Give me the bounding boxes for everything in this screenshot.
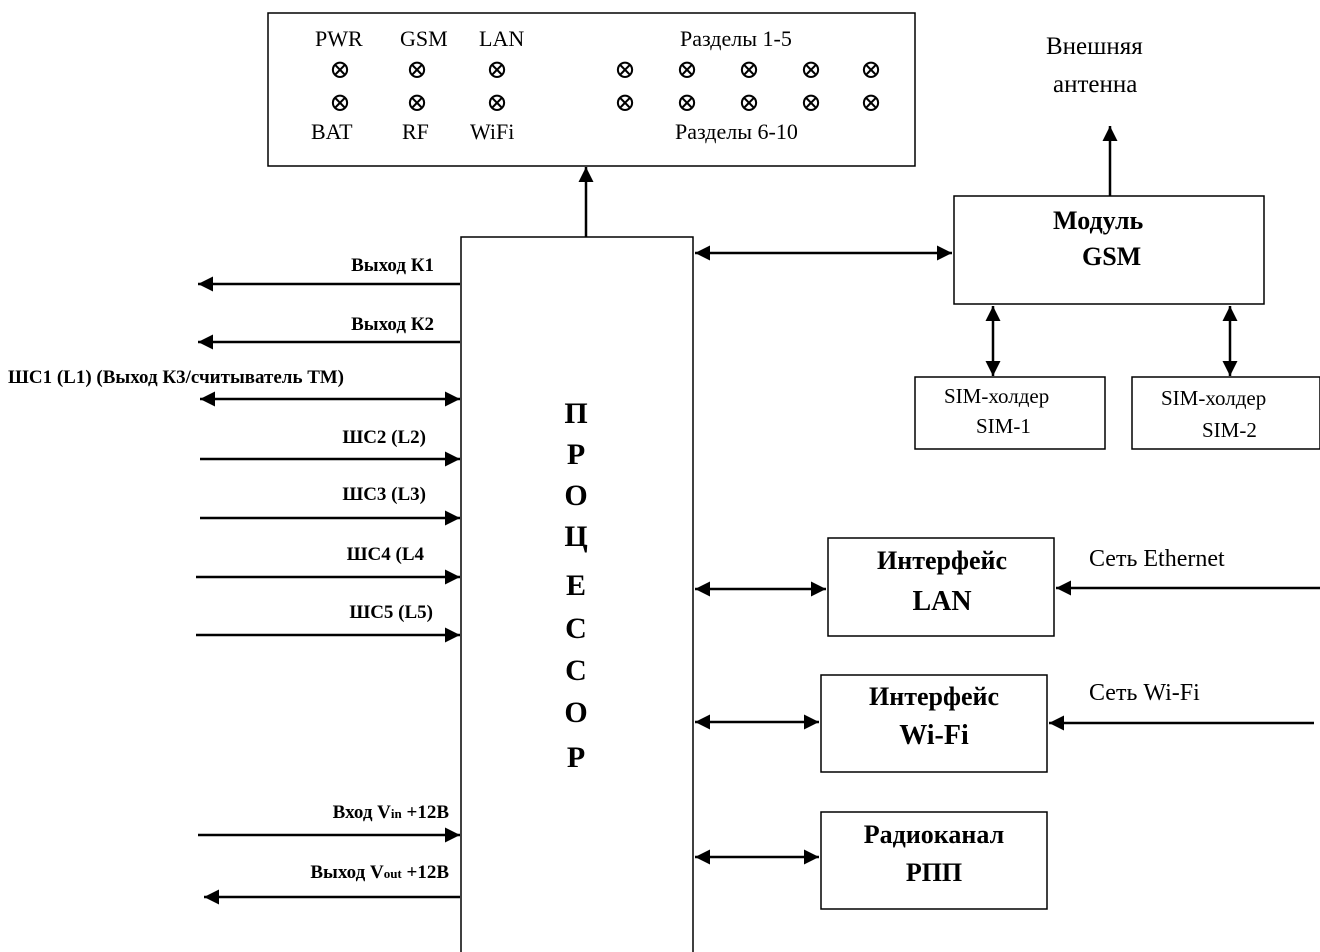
sim-holder-1-box: [914, 376, 1106, 450]
antenna-label-line2: антенна: [1053, 71, 1137, 98]
gsm-module: Модуль GSM: [953, 195, 1265, 305]
lan-interface-box: [827, 537, 1055, 637]
processor-letter: Р: [567, 741, 585, 774]
sim2-label-line2: SIM-2: [1202, 418, 1257, 442]
wifi-interface: Интерфейс Wi-Fi: [820, 674, 1048, 773]
label-pwr: PWR: [315, 26, 363, 51]
left-io: Выход К1 Выход К2 ШС1 (L1) (Выход К3/счи…: [8, 255, 460, 905]
sim2-label-line1: SIM-холдер: [1161, 386, 1266, 410]
label-bat: BAT: [311, 119, 353, 144]
processor-letter: С: [565, 654, 587, 687]
led-indicator: ⊗: [738, 88, 760, 117]
radio-channel: Радиоканал РПП: [820, 811, 1048, 910]
label-wifi: WiFi: [470, 119, 514, 144]
label-sections-1-5: Разделы 1-5: [680, 26, 792, 51]
processor-letter: С: [565, 612, 587, 645]
label-rf: RF: [402, 119, 429, 144]
wifi-network-label: Сеть Wi-Fi: [1089, 680, 1200, 706]
wifi-label-line1: Интерфейс: [869, 682, 999, 711]
processor-box: [460, 236, 694, 952]
led-indicator: ⊗: [406, 55, 428, 84]
out-k1-label: Выход К1: [351, 255, 434, 276]
label-gsm: GSM: [400, 26, 448, 51]
processor-letter: П: [564, 397, 587, 430]
indicator-panel-box: [267, 12, 916, 167]
vin-suffix: +12В: [402, 802, 450, 823]
shs5-label: ШС5 (L5): [349, 602, 433, 623]
processor-letter: Р: [567, 438, 585, 471]
led-indicator: ⊗: [860, 88, 882, 117]
sim1-label-line1: SIM-холдер: [944, 384, 1049, 408]
led-row-bottom: ⊗ ⊗ ⊗ ⊗ ⊗ ⊗ ⊗ ⊗: [329, 88, 882, 117]
wifi-label-line2: Wi-Fi: [899, 720, 969, 751]
out-k2-label: Выход К2: [351, 314, 434, 335]
led-row-top: ⊗ ⊗ ⊗ ⊗ ⊗ ⊗ ⊗ ⊗: [329, 55, 882, 84]
led-indicator: ⊗: [486, 55, 508, 84]
antenna-label-line1: Внешняя: [1046, 33, 1143, 60]
processor-letter: Ц: [564, 520, 587, 553]
lan-label-line1: Интерфейс: [877, 546, 1007, 575]
vout-label: Выход Vout +12В: [310, 862, 449, 883]
led-indicator: ⊗: [676, 55, 698, 84]
led-indicator: ⊗: [738, 55, 760, 84]
vout-suffix: +12В: [402, 862, 450, 883]
led-indicator: ⊗: [860, 55, 882, 84]
vin-subscript: in: [391, 806, 403, 821]
shs4-label: ШС4 (L4: [347, 544, 425, 565]
label-sections-6-10: Разделы 6-10: [675, 119, 798, 144]
led-indicator: ⊗: [800, 88, 822, 117]
vout-prefix: Выход V: [310, 862, 384, 883]
sim-holder-1: SIM-холдер SIM-1: [914, 376, 1106, 450]
sim1-label-line2: SIM-1: [976, 414, 1031, 438]
radio-label-line1: Радиоканал: [864, 820, 1004, 849]
radio-label-line2: РПП: [906, 858, 962, 887]
lan-interface: Интерфейс LAN: [827, 537, 1055, 637]
wifi-interface-box: [820, 674, 1048, 773]
led-indicator: ⊗: [486, 88, 508, 117]
shs1-label: ШС1 (L1) (Выход К3/считыватель ТМ): [8, 367, 344, 388]
gsm-label-line1: Модуль: [1053, 206, 1144, 235]
indicator-panel: PWR GSM LAN Разделы 1-5 ⊗ ⊗ ⊗ ⊗ ⊗ ⊗ ⊗ ⊗ …: [267, 12, 916, 167]
radio-channel-box: [820, 811, 1048, 910]
shs3-label: ШС3 (L3): [342, 484, 426, 505]
sim-holder-2-box: [1131, 376, 1320, 450]
sim-holder-2: SIM-холдер SIM-2: [1131, 376, 1320, 450]
gsm-label-line2: GSM: [1082, 242, 1141, 271]
led-indicator: ⊗: [329, 55, 351, 84]
vout-subscript: out: [384, 866, 403, 881]
led-indicator: ⊗: [676, 88, 698, 117]
label-lan: LAN: [479, 26, 524, 51]
ethernet-label: Сеть Ethernet: [1089, 546, 1225, 572]
processor: П Р О Ц Е С С О Р: [460, 236, 694, 952]
led-indicator: ⊗: [406, 88, 428, 117]
processor-letter: О: [564, 696, 587, 729]
led-indicator: ⊗: [329, 88, 351, 117]
lan-label-line2: LAN: [912, 586, 971, 617]
processor-letter: Е: [566, 569, 586, 602]
led-indicator: ⊗: [614, 88, 636, 117]
led-indicator: ⊗: [800, 55, 822, 84]
gsm-module-box: [953, 195, 1265, 305]
vin-prefix: Вход V: [333, 802, 392, 823]
shs2-label: ШС2 (L2): [342, 427, 426, 448]
processor-letter: О: [564, 479, 587, 512]
vin-label: Вход Vin +12В: [333, 802, 450, 823]
led-indicator: ⊗: [614, 55, 636, 84]
